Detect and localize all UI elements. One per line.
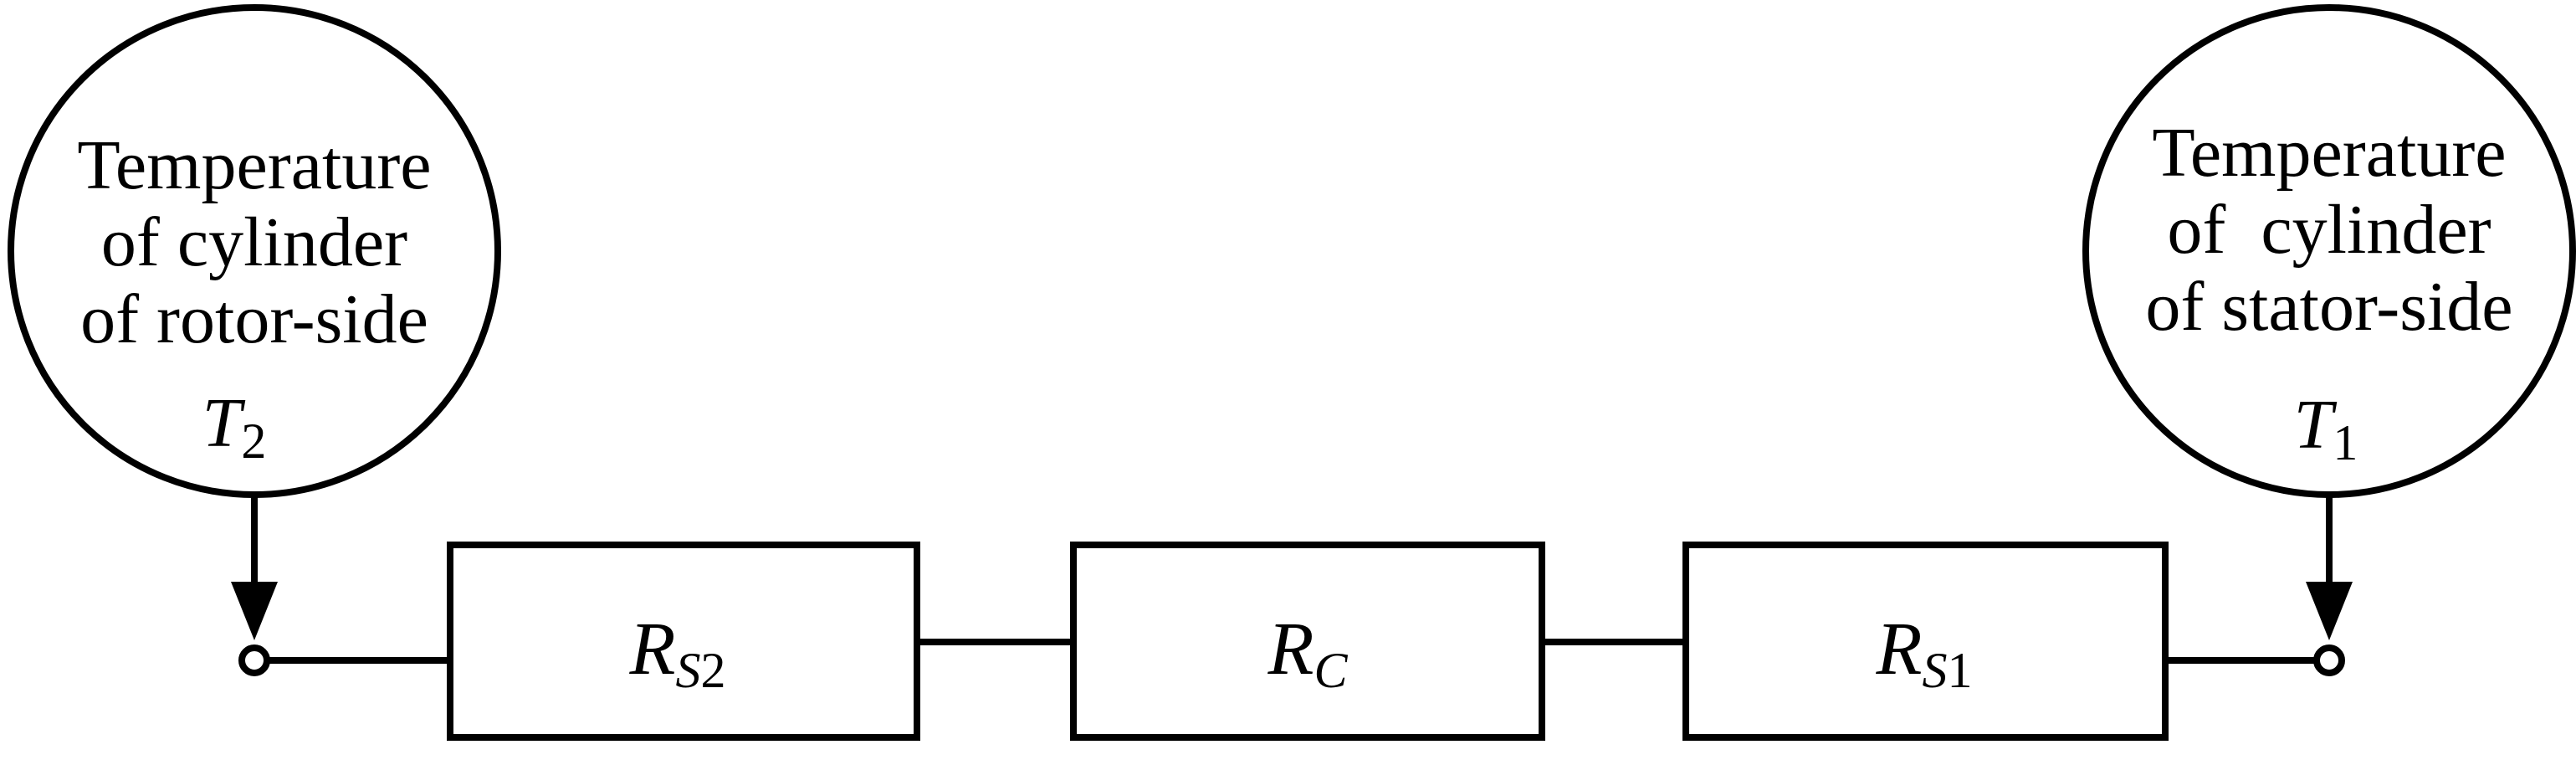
rotor-side-terminal: [238, 644, 270, 676]
stator-side-temperature-subscript: 1: [2333, 415, 2358, 470]
resistor-rc-label: RC: [1267, 608, 1348, 698]
rotor-side-label-line-2: of cylinder: [101, 203, 407, 281]
resistor-rs1: RS1: [1682, 542, 2169, 741]
rotor-side-temperature-letter: T: [202, 384, 246, 462]
resistor-rs2-box: [447, 542, 920, 741]
rotor-side-arrow: [231, 495, 278, 640]
rotor-side-label-line-1: Temperature: [77, 126, 431, 204]
stator-side-label-line-1: Temperature: [2152, 114, 2506, 192]
resistor-rc: RC: [1070, 542, 1545, 741]
resistor-rs1-label: RS1: [1876, 608, 1973, 698]
rotor-side-label-line-3: of rotor-side: [80, 280, 428, 358]
resistor-rc-symbol: R: [1267, 608, 1314, 691]
rotor-side-arrow-head: [231, 582, 278, 640]
resistor-rs2: RS2: [447, 542, 920, 741]
resistor-rs2-label: RS2: [629, 608, 726, 698]
resistor-rs1-sub-num: 1: [1947, 643, 1972, 698]
stator-side-temperature-symbol: T1: [2294, 386, 2358, 470]
resistor-rc-sub-var: C: [1314, 643, 1348, 698]
stator-side-arrow: [2306, 495, 2353, 640]
rotor-side-temperature-symbol: T2: [202, 384, 267, 469]
stator-side-terminal: [2313, 644, 2345, 676]
stator-side-temperature-node: Temperature of cylinder of stator-side T…: [2082, 4, 2576, 498]
resistor-rs2-sub-num: 2: [700, 643, 725, 698]
stator-side-arrow-head: [2306, 582, 2353, 640]
stator-side-label-line-2: of cylinder: [2167, 191, 2491, 269]
stator-side-temperature-letter: T: [2294, 386, 2338, 464]
resistor-rc-box: [1070, 542, 1545, 741]
resistor-rs1-box: [1682, 542, 2169, 741]
resistor-rs1-symbol: R: [1876, 608, 1923, 691]
stator-side-label-line-3: of stator-side: [2145, 268, 2512, 346]
rotor-side-temperature-node: Temperature of cylinder of rotor-side T2: [8, 4, 501, 498]
resistor-rs1-sub-var: S: [1922, 643, 1947, 698]
resistor-rs2-sub-var: S: [675, 643, 700, 698]
rotor-side-temperature-subscript: 2: [241, 413, 266, 469]
resistor-rs2-symbol: R: [629, 608, 676, 691]
